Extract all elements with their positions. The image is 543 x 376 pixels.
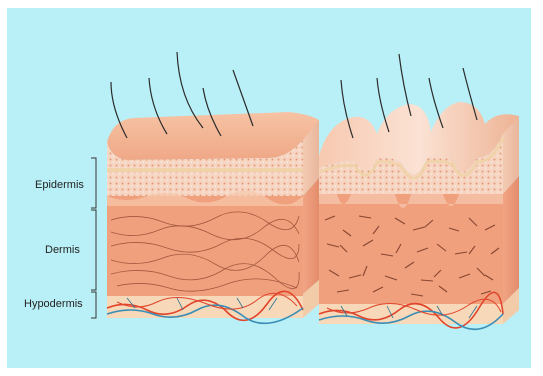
epidermis-label: Epidermis: [35, 179, 84, 191]
dermis-label: Dermis: [45, 244, 80, 256]
hypodermis-label: Hypodermis: [24, 298, 83, 310]
aged-dermis: [319, 194, 503, 304]
diagram-canvas: [7, 8, 531, 368]
aged-side-dermis: [503, 176, 519, 304]
young-stratum-line: [107, 168, 303, 172]
young-side-dermis: [303, 178, 319, 294]
